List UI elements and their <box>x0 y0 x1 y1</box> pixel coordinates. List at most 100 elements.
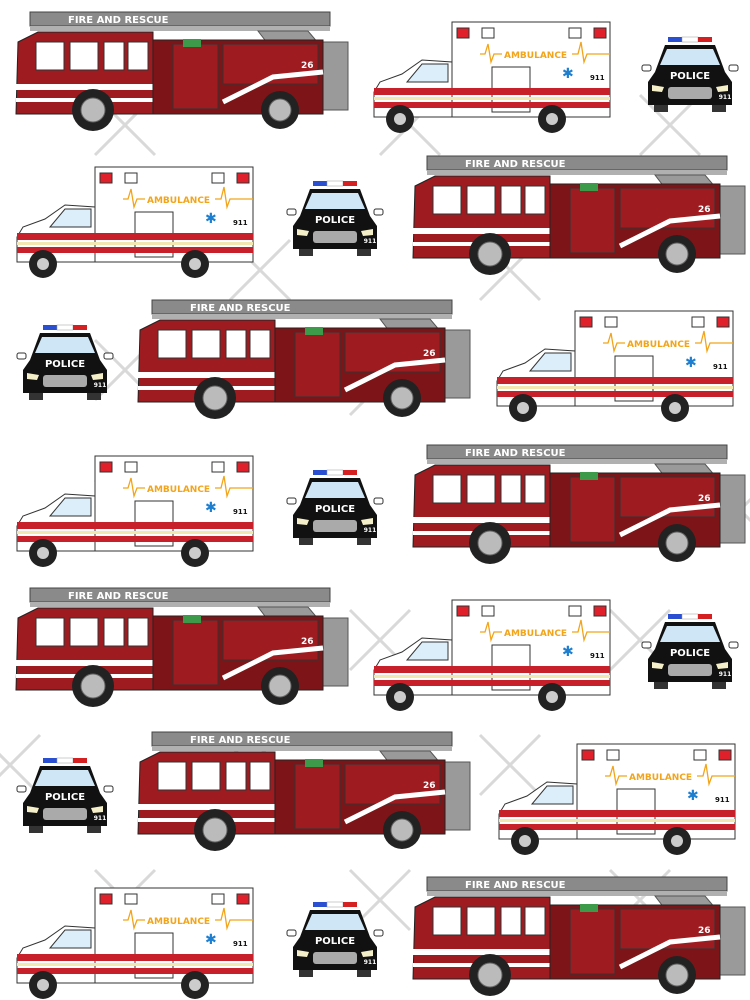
unit-number: 26 <box>301 61 314 71</box>
unit-number: 26 <box>423 781 436 791</box>
body: 26 <box>549 904 721 980</box>
ambulance-number: 911 <box>233 508 248 516</box>
ambulance-number: 911 <box>233 219 248 227</box>
police-number: 911 <box>94 815 107 822</box>
star-of-life-icon: ✱ <box>205 211 217 227</box>
ambulance-box: AMBULANCE ✱ 911 <box>94 166 254 263</box>
fire-truck: FIRE AND RESCUE 26 <box>412 155 746 275</box>
ambulance-box: AMBULANCE ✱ 911 <box>94 455 254 552</box>
star-of-life-icon: ✱ <box>687 788 699 804</box>
ambulance-label: AMBULANCE <box>504 51 567 61</box>
wheels <box>29 250 209 278</box>
police-car: POLICE 911 <box>286 901 384 977</box>
police-number: 911 <box>364 238 377 245</box>
ambulance-box: AMBULANCE ✱ 911 <box>451 21 611 118</box>
ambulance-label: AMBULANCE <box>147 485 210 495</box>
ladder-label: FIRE AND RESCUE <box>465 880 566 891</box>
ambulance: AMBULANCE ✱ 911 <box>373 599 611 711</box>
police-number: 911 <box>364 959 377 966</box>
ambulance-label: AMBULANCE <box>629 773 692 783</box>
watermark-cross <box>0 733 42 797</box>
police-car: POLICE 911 <box>286 180 384 256</box>
wheels <box>194 377 421 419</box>
body: 26 <box>549 472 721 548</box>
star-of-life-icon: ✱ <box>685 355 697 371</box>
police-label: POLICE <box>45 792 85 803</box>
ambulance: AMBULANCE ✱ 911 <box>496 310 734 422</box>
unit-number: 26 <box>698 926 711 936</box>
unit-number: 26 <box>698 205 711 215</box>
ambulance-number: 911 <box>713 363 728 371</box>
ladder-label: FIRE AND RESCUE <box>68 591 169 602</box>
wheels <box>509 394 689 422</box>
ambulance-box: AMBULANCE ✱ 911 <box>574 310 734 407</box>
police-label: POLICE <box>315 504 355 515</box>
ladder-label: FIRE AND RESCUE <box>465 448 566 459</box>
police-label: POLICE <box>45 359 85 370</box>
ladder-label: FIRE AND RESCUE <box>190 303 291 314</box>
police-number: 911 <box>94 382 107 389</box>
ambulance-box: AMBULANCE ✱ 911 <box>94 887 254 984</box>
fire-truck: FIRE AND RESCUE 26 <box>137 299 471 419</box>
ambulance-number: 911 <box>590 74 605 82</box>
wheels <box>29 539 209 567</box>
police-car: POLICE 911 <box>16 757 114 833</box>
fire-truck: FIRE AND RESCUE 26 <box>137 731 471 851</box>
ladder-label: FIRE AND RESCUE <box>465 159 566 170</box>
unit-number: 26 <box>301 637 314 647</box>
star-of-life-icon: ✱ <box>205 500 217 516</box>
fire-truck: FIRE AND RESCUE 26 <box>412 876 746 996</box>
police-car: POLICE 911 <box>286 469 384 545</box>
wheels <box>194 809 421 851</box>
police-number: 911 <box>719 94 732 101</box>
ambulance: AMBULANCE ✱ 911 <box>498 743 736 855</box>
wheels <box>469 522 696 564</box>
watermark-cross <box>478 733 542 797</box>
wheels <box>469 233 696 275</box>
wheels <box>469 954 696 996</box>
police-label: POLICE <box>315 936 355 947</box>
wheels <box>72 89 299 131</box>
ambulance-label: AMBULANCE <box>147 196 210 206</box>
star-of-life-icon: ✱ <box>562 66 574 82</box>
body: 26 <box>152 615 324 691</box>
ladder-label: FIRE AND RESCUE <box>68 15 169 26</box>
ambulance: AMBULANCE ✱ 911 <box>16 166 254 278</box>
ambulance-box: AMBULANCE ✱ 911 <box>576 743 736 840</box>
police-car: POLICE 911 <box>16 324 114 400</box>
police-label: POLICE <box>315 215 355 226</box>
fire-truck: FIRE AND RESCUE 26 <box>15 11 349 131</box>
police-label: POLICE <box>670 71 710 82</box>
police-car: POLICE 911 <box>641 613 739 689</box>
wheels <box>29 971 209 999</box>
ambulance-label: AMBULANCE <box>627 340 690 350</box>
wheels <box>386 683 566 711</box>
police-label: POLICE <box>670 648 710 659</box>
ambulance: AMBULANCE ✱ 911 <box>373 21 611 133</box>
ambulance-label: AMBULANCE <box>504 629 567 639</box>
wheels <box>511 827 691 855</box>
fire-truck: FIRE AND RESCUE 26 <box>15 587 349 707</box>
wheels <box>72 665 299 707</box>
police-number: 911 <box>364 527 377 534</box>
ambulance-number: 911 <box>590 652 605 660</box>
ambulance-number: 911 <box>715 796 730 804</box>
ambulance-label: AMBULANCE <box>147 917 210 927</box>
body: 26 <box>152 39 324 115</box>
wheels <box>386 105 566 133</box>
fire-truck: FIRE AND RESCUE 26 <box>412 444 746 564</box>
unit-number: 26 <box>423 349 436 359</box>
ambulance-number: 911 <box>233 940 248 948</box>
unit-number: 26 <box>698 494 711 504</box>
cab <box>137 319 276 403</box>
police-number: 911 <box>719 671 732 678</box>
ambulance: AMBULANCE ✱ 911 <box>16 887 254 999</box>
star-of-life-icon: ✱ <box>562 644 574 660</box>
body: 26 <box>274 759 446 835</box>
ambulance-box: AMBULANCE ✱ 911 <box>451 599 611 696</box>
police-car: POLICE 911 <box>641 36 739 112</box>
ladder-label: FIRE AND RESCUE <box>190 735 291 746</box>
ambulance: AMBULANCE ✱ 911 <box>16 455 254 567</box>
